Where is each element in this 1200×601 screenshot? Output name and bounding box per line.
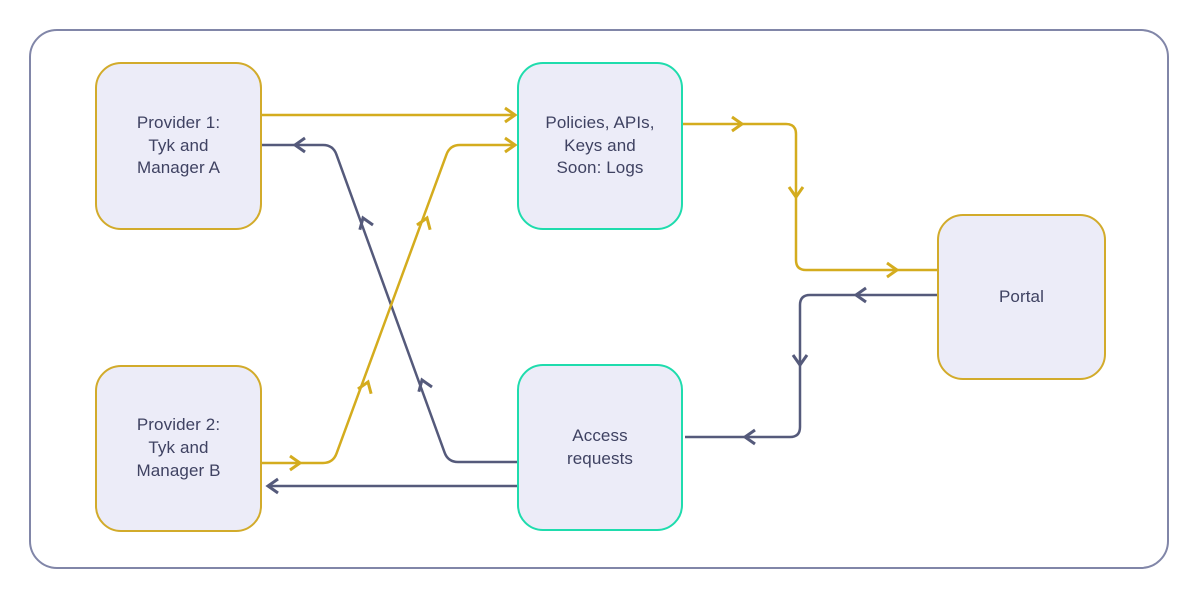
- node-provider-2: Provider 2: Tyk and Manager B: [95, 365, 262, 532]
- node-policies-apis-keys: Policies, APIs, Keys and Soon: Logs: [517, 62, 683, 230]
- node-portal-label: Portal: [998, 286, 1044, 306]
- node-provider-1: Provider 1: Tyk and Manager A: [95, 62, 262, 230]
- node-provider-2-label: Provider 2: Tyk and Manager B: [136, 415, 221, 480]
- node-access-requests-label: Access requests: [566, 425, 633, 468]
- node-policies-apis-keys-label: Policies, APIs, Keys and Soon: Logs: [545, 112, 655, 178]
- node-provider-1-label: Provider 1: Tyk and Manager A: [136, 112, 221, 178]
- node-access-requests: Access requests: [517, 364, 683, 531]
- node-portal: Portal: [937, 214, 1106, 380]
